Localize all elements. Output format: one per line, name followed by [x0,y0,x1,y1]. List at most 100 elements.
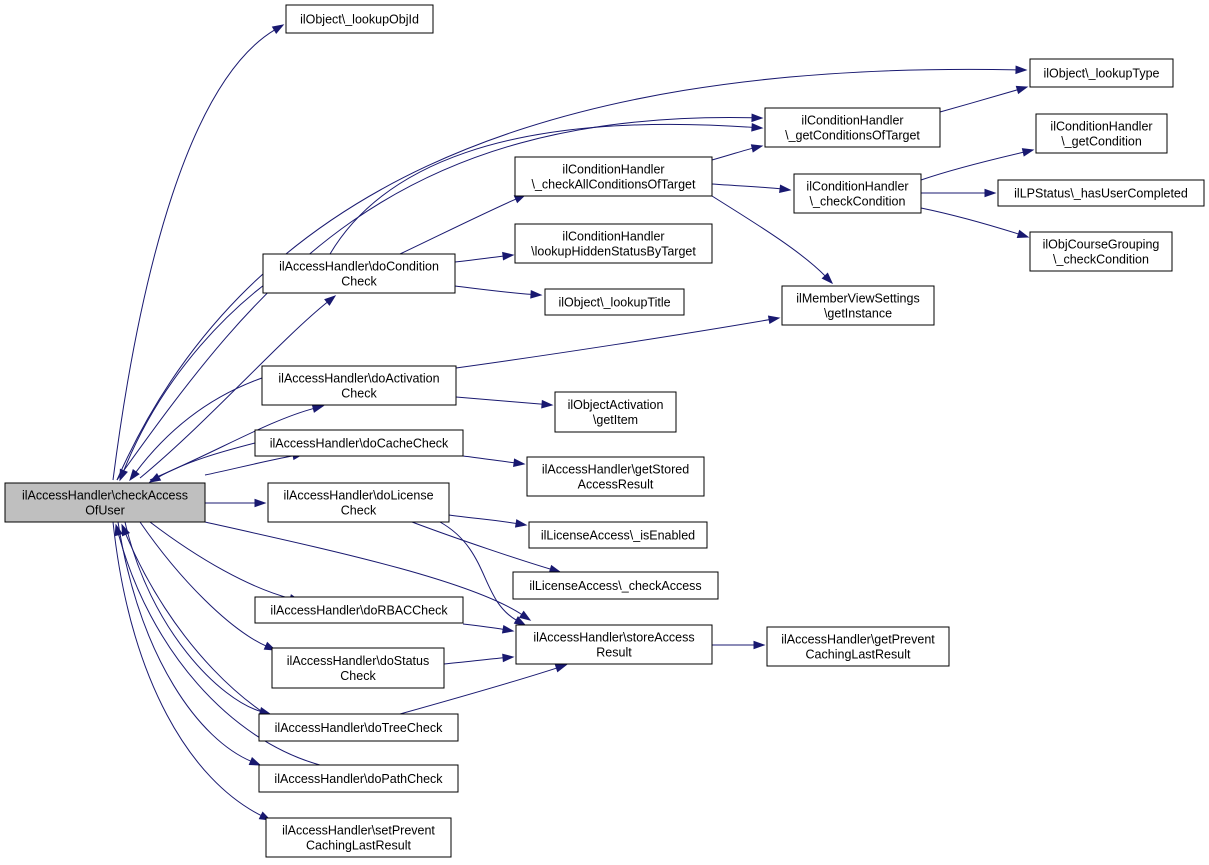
node-box [764,107,941,148]
node-box [254,429,464,457]
edges-layer [112,24,1035,821]
node-label-line: \_getConditionsOfTarget [785,129,920,143]
node-label-line: \_checkAllConditionsOfTarget [532,178,696,192]
edge-arrowhead [1016,229,1030,238]
node-box [261,365,457,406]
edge-line [117,521,252,762]
node-box [544,288,685,316]
node-lookupObjId[interactable]: ilObject\_lookupObjId [285,4,434,34]
edge-doConditionCheck-to-lookupHiddenStatusByTarget [454,251,515,263]
edge-line [939,89,1019,113]
node-box [258,764,459,793]
edge-checkAllConditionsOfTarget-to-memberViewGetInstance [711,195,834,285]
node-memberViewGetInstance[interactable]: ilMemberViewSettings\getInstance [781,285,935,326]
node-objectActivationGetItem[interactable]: ilObjectActivation\getItem [554,391,677,433]
edge-checkAllConditionsOfTarget-to-getConditionsOfTarget [711,144,764,161]
edge-arrowhead [750,144,764,153]
node-getPreventCachingLastResult[interactable]: ilAccessHandler\getPreventCachingLastRes… [766,626,950,667]
edge-storeAccessResult-to-getPreventCachingLastResult [712,640,766,650]
node-label-line: ilObjectActivation [568,398,664,412]
node-getConditionsOfTarget[interactable]: ilConditionHandler\_getConditionsOfTarge… [764,107,941,148]
node-doTreeCheck[interactable]: ilAccessHandler\doTreeCheck [258,713,459,742]
edge-line [454,285,533,295]
node-label-line: ilObjCourseGrouping [1043,238,1160,252]
node-label-line: ilAccessHandler\doLicense [283,489,433,503]
nodes-layer: ilAccessHandler\checkAccessOfUserilObjec… [4,4,1205,858]
node-checkCondition[interactable]: ilConditionHandler\_checkCondition [793,173,922,214]
node-label-line: \_getCondition [1061,135,1142,149]
edge-line [455,319,771,369]
edge-root-to-doRBACCheck [149,521,302,603]
edge-root-to-getConditionsOfTarget [116,113,764,481]
edge-arrowhead [502,251,515,261]
node-box [514,223,713,264]
edge-arrowhead [530,290,543,299]
edge-doTreeCheck-to-storeAccessResult [399,664,568,715]
node-box [262,253,456,294]
node-doPathCheck[interactable]: ilAccessHandler\doPathCheck [258,764,459,793]
edge-arrowhead [119,468,128,482]
node-box [4,482,206,523]
node-label-line: ilMemberViewSettings [796,292,919,306]
node-doCacheCheck[interactable]: ilAccessHandler\doCacheCheck [254,429,464,457]
node-licenseCheckAccess[interactable]: ilLicenseAccess\_checkAccess [512,571,719,600]
edge-arrowhead [129,469,140,482]
edge-checkCondition-to-getCondition [920,148,1035,181]
node-hasUserCompleted[interactable]: ilLPStatus\_hasUserCompleted [997,179,1205,207]
edge-arrowhead [751,113,764,123]
edge-arrowhead [554,664,568,673]
node-lookupType[interactable]: ilObject\_lookupType [1029,58,1174,88]
edge-arrowhead [513,616,527,626]
node-label-line: \_checkCondition [1053,253,1149,267]
node-box [512,571,719,600]
node-objCourseGroupingCheck[interactable]: ilObjCourseGrouping\_checkCondition [1029,231,1173,272]
edge-arrowhead [248,756,262,766]
edge-line [443,657,505,665]
node-lookupTitle[interactable]: ilObject\_lookupTitle [544,288,685,316]
node-label-line: ilAccessHandler\doCacheCheck [270,437,449,451]
edge-doPathCheck-to-root [114,523,321,766]
node-setPreventCachingLastResult[interactable]: ilAccessHandler\setPreventCachingLastRes… [265,817,452,858]
node-box [254,596,464,624]
edge-arrowhead [753,640,766,650]
edge-line [462,623,505,631]
node-label-line: ilAccessHandler\doActivation [278,372,439,386]
edge-line [329,123,754,255]
edge-doCacheCheck-to-root [148,442,256,483]
edge-root-to-lookupObjId [112,24,285,481]
node-label-line: ilAccessHandler\doTreeCheck [275,721,443,735]
edge-doRBACCheck-to-storeAccessResult [462,623,515,634]
edge-arrowhead [514,519,528,528]
node-box [1035,113,1168,154]
node-box [781,285,935,326]
node-label-line: ilLicenseAccess\_checkAccess [529,579,701,593]
edge-arrowhead [148,473,162,483]
node-label-line: CachingLastResult [806,648,911,662]
node-label-line: ilLPStatus\_hasUserCompleted [1014,187,1188,201]
node-getCondition[interactable]: ilConditionHandler\_getCondition [1035,113,1168,154]
edge-arrowhead [1021,148,1035,157]
node-box [554,391,677,433]
node-box [997,179,1205,207]
node-label-line: ilObject\_lookupObjId [300,13,419,27]
node-label-line: ilObject\_lookupTitle [558,296,670,310]
node-licenseIsEnabled[interactable]: ilLicenseAccess\_isEnabled [528,521,708,549]
node-box [267,482,450,523]
node-checkAllConditionsOfTarget[interactable]: ilConditionHandler\_checkAllConditionsOf… [514,156,713,197]
node-lookupHiddenStatusByTarget[interactable]: ilConditionHandler\lookupHiddenStatusByT… [514,223,713,264]
node-doRBACCheck[interactable]: ilAccessHandler\doRBACCheck [254,596,464,624]
edge-line [711,195,827,277]
node-label-line: ilAccessHandler\getPrevent [781,633,935,647]
edge-line [149,521,292,600]
edge-arrowhead [518,610,532,621]
node-label-line: Check [340,669,376,683]
edge-checkCondition-to-objCourseGroupingCheck [920,207,1030,238]
edge-doStatusCheck-to-storeAccessResult [443,653,515,665]
node-label-line: \lookupHiddenStatusByTarget [531,245,696,259]
